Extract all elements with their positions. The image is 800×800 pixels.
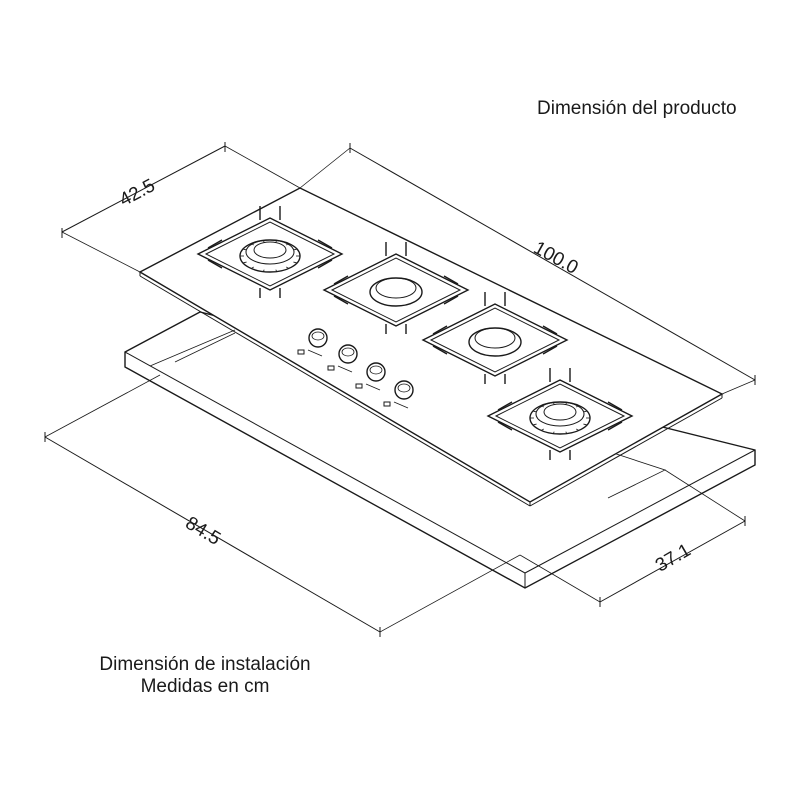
knob-top (397, 383, 411, 393)
grate-inner (429, 307, 561, 373)
grate-finger (432, 345, 448, 355)
flame-port (251, 243, 255, 246)
burner-cap (375, 277, 417, 299)
flame-port (293, 261, 298, 264)
grate-finger (333, 295, 349, 305)
flame-port (575, 405, 579, 408)
flame-port (532, 410, 537, 413)
knob-indicator-icon (327, 365, 335, 371)
knob-indicator-icon (297, 349, 305, 355)
burner-cap (474, 327, 516, 349)
knob-marking (365, 383, 381, 391)
flame-port (541, 405, 545, 408)
control-knob[interactable] (383, 380, 414, 409)
grate-finger (317, 259, 333, 269)
grate-inner (330, 257, 462, 323)
flame-port (552, 431, 555, 434)
grate-finger (607, 401, 623, 411)
flame-port (541, 428, 545, 431)
flame-port (575, 428, 579, 431)
depth-dimension-label: 42.5 (116, 175, 159, 211)
knob-top (311, 331, 325, 341)
knob-marking (337, 365, 353, 373)
knob-top (341, 347, 355, 357)
control-knob[interactable] (327, 344, 358, 373)
grate-outer (322, 253, 470, 327)
flame-port (532, 423, 537, 426)
burner (421, 292, 569, 384)
dimension-lines (44, 142, 756, 637)
knob-top (369, 365, 383, 375)
flame-port (242, 261, 247, 264)
flame-port (552, 402, 555, 405)
grate-finger (432, 325, 448, 335)
grate-finger (207, 239, 223, 249)
knob-marking (307, 349, 323, 357)
installation-dimension-label: Dimensión de instalación (99, 654, 311, 675)
flame-port (251, 266, 255, 269)
grate-finger (333, 275, 349, 285)
burner-cap (535, 401, 585, 427)
grate-finger (607, 421, 623, 431)
grate-finger (443, 295, 459, 305)
flame-port (262, 269, 265, 272)
knob-body[interactable] (338, 344, 358, 364)
flame-port (285, 266, 289, 269)
knob-marking (393, 401, 409, 409)
countertop-slab (124, 311, 756, 589)
burner-inner-cap (253, 241, 287, 259)
burner (322, 242, 470, 334)
knob-body[interactable] (308, 328, 328, 348)
burner-cap (245, 239, 295, 265)
flame-port (275, 269, 278, 272)
grate-outer (421, 303, 569, 377)
knob-indicator-icon (383, 401, 391, 407)
grate-inner (204, 221, 336, 287)
cutout-depth-dimension-label: 37.1 (652, 540, 695, 577)
grate-finger (207, 259, 223, 269)
burner-inner-cap (543, 403, 577, 421)
flame-port (285, 243, 289, 246)
knob-body[interactable] (366, 362, 386, 382)
knob-group (297, 328, 414, 409)
grate-finger (497, 401, 513, 411)
cutout-width-dimension-label: 84.5 (182, 513, 225, 550)
control-knob[interactable] (355, 362, 386, 391)
grate-inner (494, 383, 626, 449)
hob-glass-top (138, 187, 724, 507)
installation-caption: Dimensión de instalación Medidas en cm (60, 654, 350, 698)
knob-indicator-icon (355, 383, 363, 389)
width-dimension-label: 100.0 (530, 237, 582, 278)
flame-port (275, 240, 278, 243)
flame-port (565, 431, 568, 434)
flame-port (293, 248, 298, 251)
flame-port (583, 410, 588, 413)
flame-port (242, 248, 247, 251)
grate-outer (486, 379, 634, 453)
product-dimension-label: Dimensión del producto (537, 98, 737, 119)
flame-port (565, 402, 568, 405)
grate-finger (317, 239, 333, 249)
units-label: Medidas en cm (140, 676, 270, 697)
grate-finger (542, 325, 558, 335)
burner-group (196, 206, 634, 460)
control-knob[interactable] (297, 328, 328, 357)
grate-outer (196, 217, 344, 291)
burner (196, 206, 344, 298)
knob-body[interactable] (394, 380, 414, 400)
flame-port (262, 240, 265, 243)
flame-port (583, 423, 588, 426)
burner (486, 368, 634, 460)
grate-finger (542, 345, 558, 355)
grate-finger (443, 275, 459, 285)
grate-finger (497, 421, 513, 431)
